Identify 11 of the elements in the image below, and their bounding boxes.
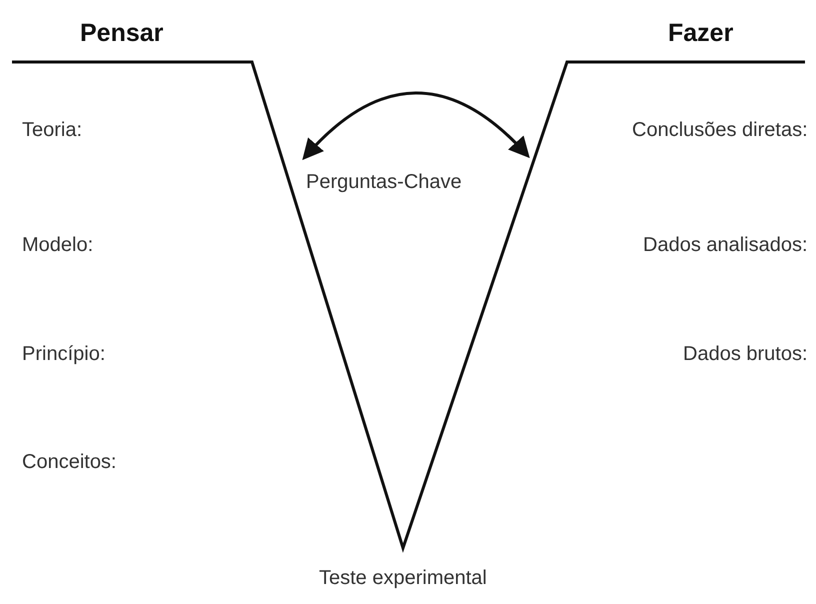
text-label: Conclusões diretas: (632, 118, 808, 142)
text-label: Perguntas-Chave (306, 170, 462, 194)
text-label: Princípio: (22, 342, 106, 366)
column-heading: Fazer (668, 18, 734, 48)
column-heading: Pensar (80, 18, 164, 48)
text-label: Conceitos: (22, 450, 116, 474)
text-label: Teste experimental (319, 566, 487, 590)
text-label: Dados brutos: (683, 342, 808, 366)
text-label: Teoria: (22, 118, 82, 142)
text-label: Dados analisados: (643, 233, 808, 257)
text-label: Modelo: (22, 233, 94, 257)
